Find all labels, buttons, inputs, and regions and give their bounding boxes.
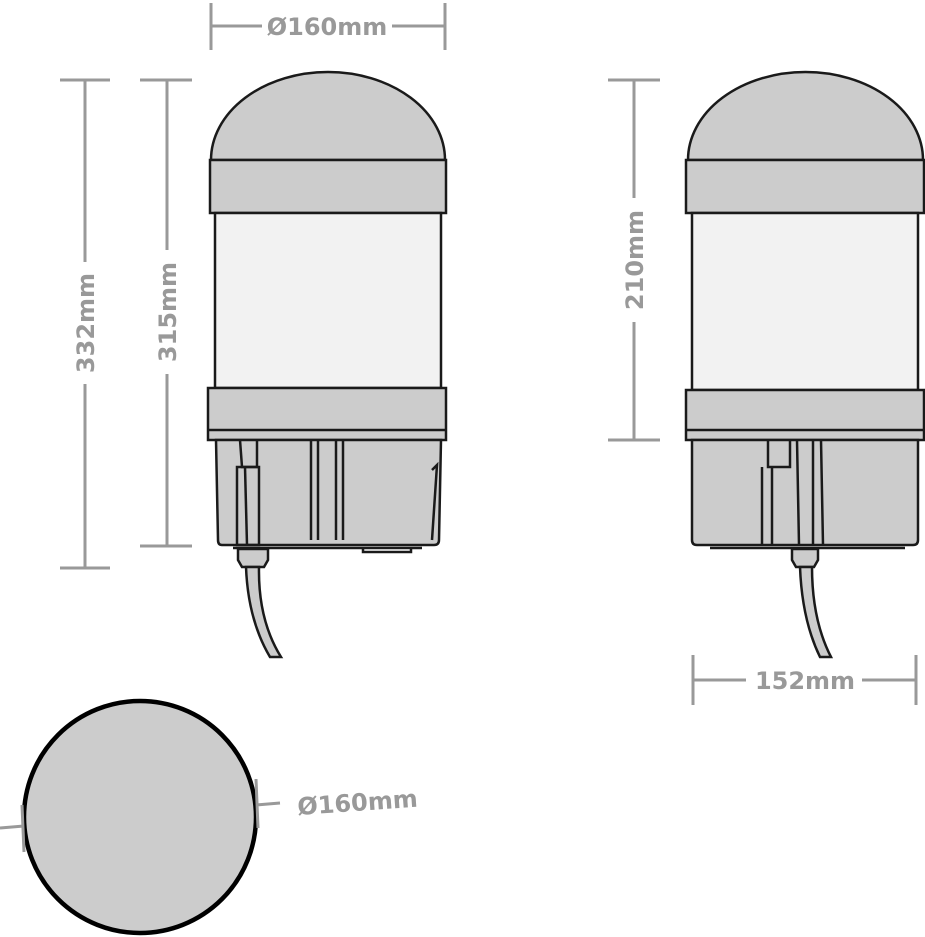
front-diffuser: [213, 211, 443, 390]
side-height-label: 210mm: [621, 210, 649, 310]
front-dome: [209, 70, 447, 162]
dim-top-diameter: Ø160mm: [209, 3, 447, 50]
front-cable: [244, 565, 284, 659]
front-base-box: [214, 438, 443, 547]
side-cap-band: [684, 158, 925, 215]
side-diffuser: [690, 211, 920, 392]
side-lower-band: [684, 388, 925, 442]
dim-body-height: 315mm: [140, 78, 192, 548]
front-cable-gland: [236, 547, 270, 569]
dim-overall-height: 332mm: [60, 78, 110, 570]
front-cap-band: [208, 158, 448, 215]
side-base-box: [690, 438, 920, 547]
plan-view: Ø160mm: [0, 698, 419, 936]
side-cable-gland: [790, 547, 820, 569]
front-lower-band: [206, 386, 448, 442]
side-cable: [798, 565, 834, 659]
side-view-lamp: [684, 70, 925, 659]
dim-side-width: 152mm: [691, 655, 918, 705]
body-height-label: 315mm: [154, 262, 182, 362]
overall-height-label: 332mm: [72, 273, 100, 373]
side-dome: [686, 70, 925, 162]
plan-circle: [21, 698, 259, 936]
plan-diameter-label: Ø160mm: [296, 785, 418, 821]
side-width-label: 152mm: [755, 667, 855, 695]
front-view-lamp: [206, 70, 448, 659]
dim-side-height: 210mm: [608, 78, 660, 442]
top-diameter-label: Ø160mm: [267, 13, 388, 41]
